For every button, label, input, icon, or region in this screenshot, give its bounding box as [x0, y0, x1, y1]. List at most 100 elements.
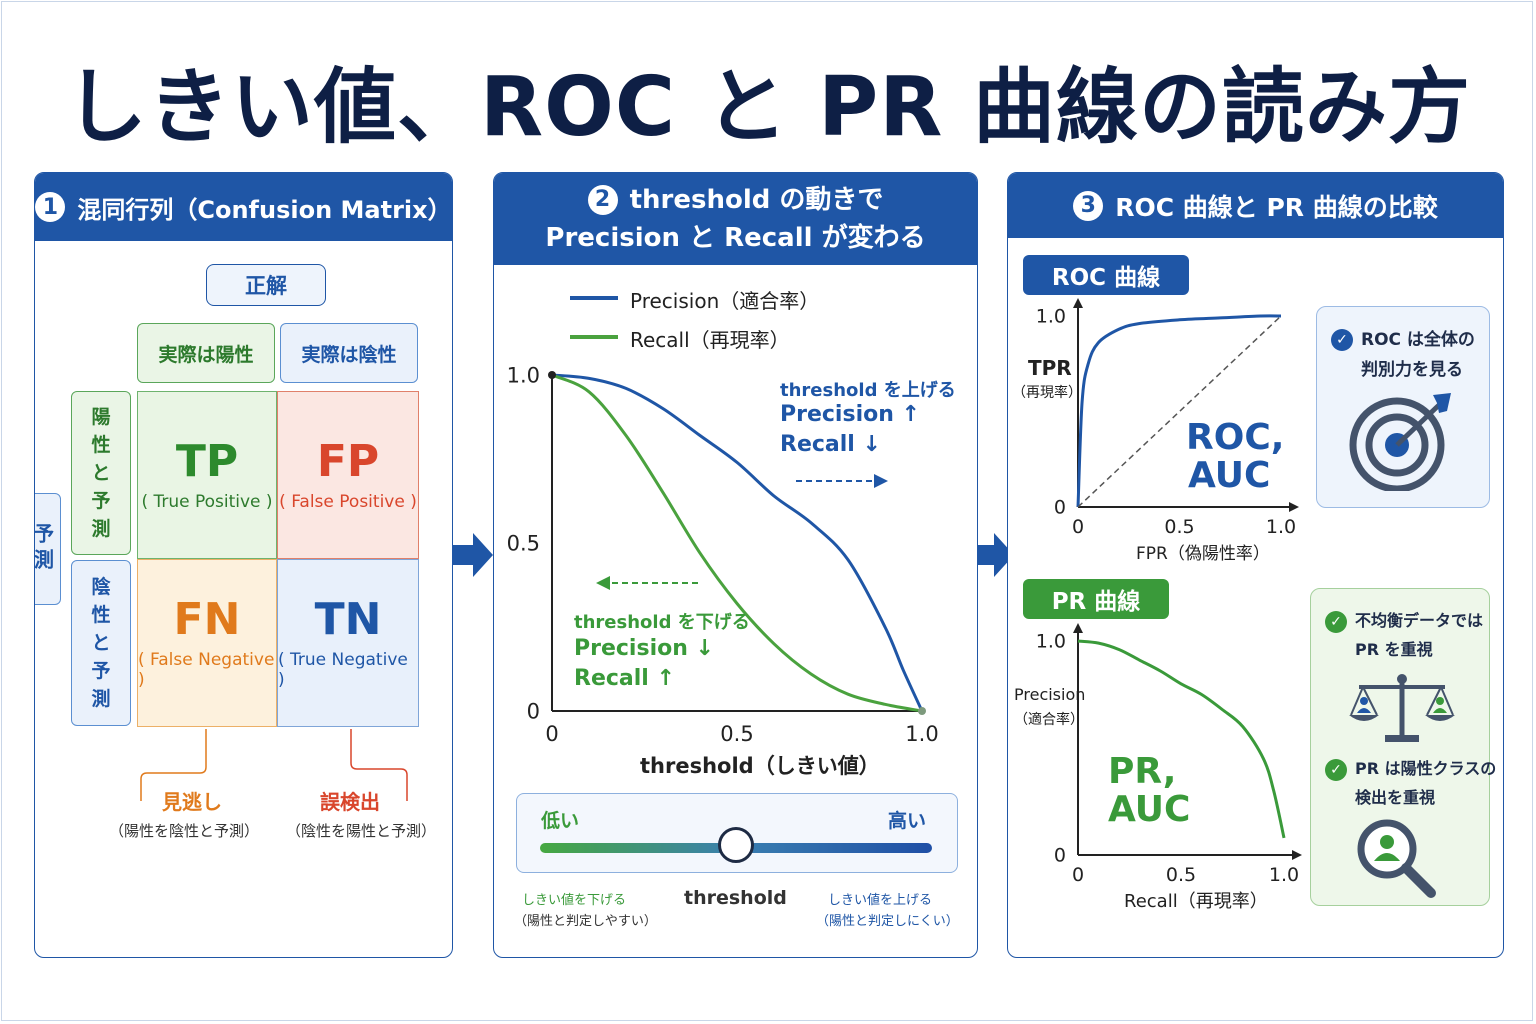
- series-line-1: [551, 373, 923, 713]
- roc-note-card: ✓ ROC は全体の 判別力を見る: [1316, 306, 1490, 508]
- x-tick-label: 1.0: [1266, 516, 1296, 538]
- predicted-label: 予測: [35, 493, 61, 605]
- slider-high-label: 高い: [888, 810, 927, 832]
- legend-recall-line: [570, 335, 618, 339]
- tn-cell: TN ( True Negative ): [277, 559, 419, 727]
- y-tick-label: 1.0: [1036, 631, 1066, 653]
- connector-lines: [140, 729, 408, 801]
- x-tick-label: 0.5: [1166, 864, 1196, 886]
- panel2-heading-line2: Precision と Recall が変わる: [545, 223, 926, 253]
- arrow-right-dashed-icon: [796, 474, 888, 488]
- tp-abbr: TP: [175, 435, 239, 487]
- diagonal-reference-line: [1077, 315, 1282, 508]
- slider-left-caption: しきい値を下げる: [522, 893, 627, 908]
- false-alarm-description: （陰性を陽性と予測）: [286, 822, 437, 840]
- check-circle-icon: ✓: [1325, 758, 1347, 781]
- y-tick-label: 0: [1054, 497, 1066, 519]
- slider-center-label: threshold: [684, 887, 787, 909]
- actual-negative-header: 実際は陰性: [280, 323, 418, 383]
- arrow-right-icon: [453, 533, 493, 577]
- raise-recall: Recall ↓: [780, 432, 881, 457]
- lower-recall: Recall ↑: [574, 666, 675, 691]
- pr-pill: PR 曲線: [1023, 579, 1169, 619]
- slider-right-caption-sub: （陽性と判定しにくい）: [816, 914, 959, 929]
- threshold-panel: 2 threshold の動きで Precision と Recall が変わる…: [493, 172, 978, 958]
- roc-xlabel: FPR（偽陽性率）: [1136, 544, 1270, 564]
- pr-note2-text1: PR は陽性クラスの: [1355, 759, 1497, 778]
- miss-label: 見逃し: [162, 790, 222, 814]
- slider-right-caption: しきい値を上げる: [828, 893, 933, 908]
- pr-ylabel-sub: （適合率）: [1014, 712, 1084, 728]
- pr-note2-line1: ✓ PR は陽性クラスの: [1325, 755, 1496, 781]
- y-axis-arrow-icon: [1073, 298, 1083, 308]
- roc-note-line2: 判別力を見る: [1361, 360, 1463, 380]
- slider-thumb[interactable]: [718, 827, 754, 863]
- panel1-header: 1 混同行列（Confusion Matrix）: [35, 173, 452, 241]
- fn-name: ( False Negative ): [138, 650, 275, 691]
- start-point: [548, 371, 556, 379]
- series-line-0: [551, 373, 924, 712]
- x-axis-arrow-icon: [1292, 850, 1302, 860]
- panel3-number: 3: [1073, 190, 1104, 221]
- confusion-matrix-panel: 1 混同行列（Confusion Matrix） 正解 実際は陽性 実際は陰性 …: [34, 172, 453, 958]
- legend-recall: Recall（再現率）: [630, 328, 790, 352]
- lower-precision: Precision ↓: [574, 636, 714, 661]
- target-icon: [1349, 393, 1451, 491]
- threshold-axis-label: threshold（しきい値）: [640, 754, 880, 778]
- tp-cell: TP ( True Positive ): [137, 391, 277, 559]
- roc-ylabel: TPR: [1028, 356, 1072, 380]
- legend-precision-line: [570, 296, 618, 300]
- x-tick-label: 1.0: [905, 722, 938, 746]
- fp-name: ( False Positive ): [279, 492, 417, 513]
- panel2-heading-line1: 2 threshold の動きで: [587, 181, 884, 219]
- lower-threshold-title: threshold を下げる: [574, 612, 750, 633]
- false-alarm-label: 誤検出: [320, 790, 380, 814]
- pr-note-card: ✓ 不均衡データでは PR を重視 ✓ PR は陽性クラスの: [1310, 588, 1496, 906]
- legend-precision: Precision（適合率）: [630, 289, 820, 313]
- predicted-negative-header: 陰性と予測: [71, 560, 131, 726]
- end-point: [918, 707, 926, 715]
- x-tick-label: 1.0: [1269, 864, 1299, 886]
- check-circle-icon: ✓: [1325, 610, 1347, 633]
- pr-note1-line1: ✓ 不均衡データでは: [1325, 607, 1483, 633]
- y-tick-label: 0.5: [507, 531, 540, 555]
- y-axis-arrow-icon: [1073, 623, 1083, 633]
- panel3-heading: ROC 曲線と PR 曲線の比較: [1115, 192, 1438, 222]
- check-circle-icon: ✓: [1331, 329, 1353, 351]
- x-tick-label: 0: [1072, 516, 1084, 538]
- predicted-positive-header: 陽性と予測: [71, 391, 131, 555]
- actual-positive-header: 実際は陽性: [137, 323, 275, 383]
- panel1-number: 1: [35, 192, 66, 222]
- fp-cell: FP ( False Positive ): [277, 391, 419, 559]
- panel2-header: 2 threshold の動きで Precision と Recall が変わる: [494, 173, 977, 265]
- roc-big-label-2: AUC: [1188, 455, 1271, 496]
- x-tick-label: 0.5: [1164, 516, 1194, 538]
- panel2-heading-text1: threshold の動きで: [629, 185, 884, 215]
- pr-note1-text1: 不均衡データでは: [1355, 611, 1484, 630]
- panel1-heading: 混同行列（Confusion Matrix）: [77, 195, 452, 224]
- tn-name: ( True Negative ): [278, 650, 408, 691]
- roc-ylabel-sub: （再現率）: [1012, 385, 1082, 401]
- tn-abbr: TN: [314, 593, 382, 645]
- roc-big-label-1: ROC,: [1186, 417, 1285, 458]
- fp-abbr: FP: [316, 435, 380, 487]
- arrow-right-icon: [974, 533, 1014, 577]
- roc-note-text1: ROC は全体の: [1361, 330, 1475, 350]
- pr-note1-line2: PR を重視: [1355, 640, 1433, 659]
- balance-scale-icon: [1349, 674, 1455, 742]
- pr-big-label-2: AUC: [1108, 789, 1191, 830]
- panel3-header: 3 ROC 曲線と PR 曲線の比較: [1008, 173, 1503, 238]
- pr-xlabel: Recall（再現率）: [1124, 891, 1268, 912]
- magnifier-icon: [1357, 819, 1436, 898]
- raise-precision: Precision ↑: [780, 402, 920, 427]
- y-tick-label: 1.0: [507, 363, 540, 387]
- main-title: しきい値、ROC と PR 曲線の読み方: [65, 60, 1471, 155]
- miss-description: （陽性を陰性と予測）: [109, 822, 260, 840]
- x-axis-arrow-icon: [1289, 502, 1299, 512]
